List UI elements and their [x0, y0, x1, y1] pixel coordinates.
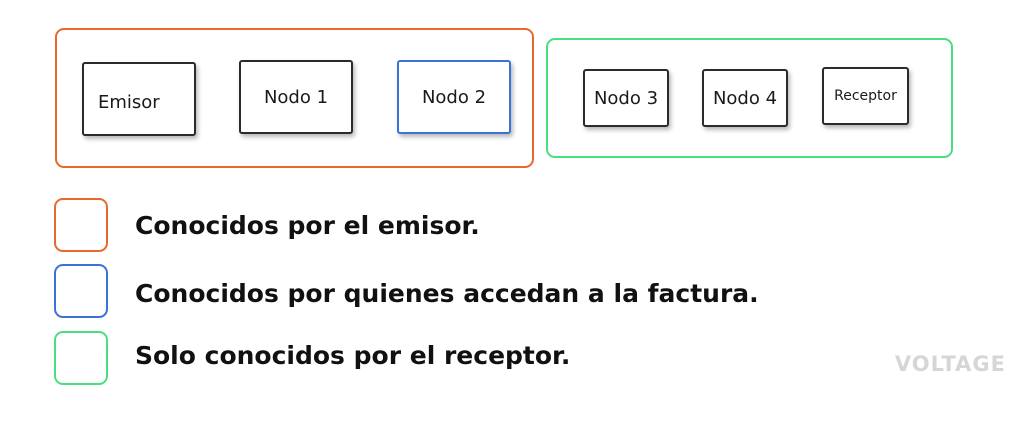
legend-label-emisor: Conocidos por el emisor.: [135, 211, 480, 240]
legend-swatch-green: [54, 331, 108, 385]
node-nodo-1: Nodo 1: [239, 60, 353, 134]
legend-swatch-orange: [54, 198, 108, 252]
voltage-watermark-logo: VOLTAGE: [894, 352, 1006, 376]
node-emisor: Emisor: [82, 62, 196, 136]
node-receptor: Receptor: [822, 67, 909, 125]
node-nodo-4: Nodo 4: [702, 69, 788, 127]
legend-label-receptor: Solo conocidos por el receptor.: [135, 341, 571, 370]
node-nodo-2: Nodo 2: [397, 60, 511, 134]
node-nodo-3: Nodo 3: [583, 69, 669, 127]
legend-swatch-blue: [54, 264, 108, 318]
legend-label-factura: Conocidos por quienes accedan a la factu…: [135, 279, 759, 308]
